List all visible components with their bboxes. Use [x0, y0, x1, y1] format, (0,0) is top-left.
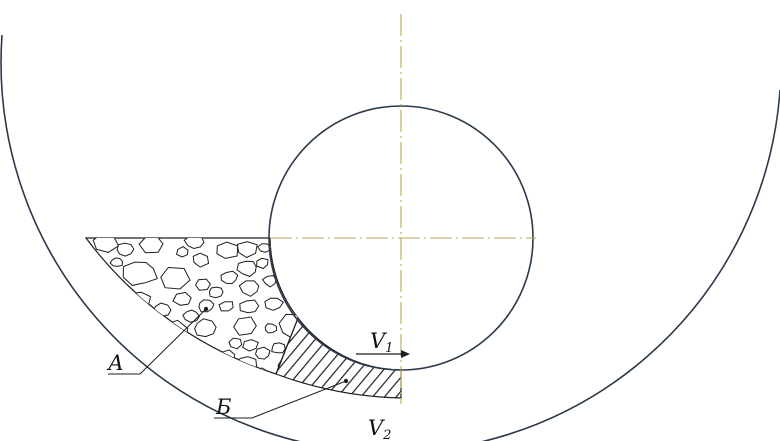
- outer-drum-arc: [0, 34, 780, 441]
- rock-particle: [116, 242, 135, 257]
- rock-particle: [233, 316, 257, 336]
- rock-particle: [160, 266, 191, 290]
- label-v1: V1: [370, 329, 393, 356]
- rock-particle: [183, 238, 205, 250]
- rock-particle: [236, 241, 258, 259]
- label-zone-a: А: [106, 351, 124, 375]
- rock-particle: [264, 323, 278, 334]
- rock-particle: [256, 257, 269, 270]
- rock-particle: [216, 241, 239, 259]
- label-v1-sub: 1: [385, 341, 393, 356]
- label-v1-main: V: [370, 329, 387, 353]
- rock-particle: [122, 261, 158, 286]
- rock-particle: [109, 257, 124, 267]
- rock-particle: [242, 339, 259, 352]
- rock-particle: [264, 297, 285, 311]
- label-v2: V2: [368, 416, 391, 441]
- rock-particle: [239, 299, 260, 314]
- label-v2-sub: 2: [382, 428, 391, 441]
- rock-particle: [238, 280, 260, 297]
- rock-particle: [194, 318, 217, 338]
- leader-a: [108, 306, 209, 375]
- rock-particle: [236, 260, 257, 277]
- rock-particle: [261, 274, 277, 288]
- label-zone-b: Б: [215, 395, 231, 419]
- rock-particle: [194, 278, 212, 291]
- leader-b: [214, 378, 349, 419]
- rock-particle: [172, 291, 192, 306]
- v1-arrow: [356, 350, 410, 358]
- rock-particle: [208, 286, 224, 299]
- rock-particle: [254, 346, 271, 360]
- rock-particle: [176, 246, 189, 258]
- rock-particle: [218, 301, 234, 312]
- rock-particle: [183, 339, 205, 357]
- rock-particle: [192, 252, 210, 268]
- rock-particle: [220, 270, 239, 285]
- rock-particle: [271, 342, 286, 354]
- label-v2-main: V: [368, 416, 385, 440]
- rock-particle: [138, 238, 164, 254]
- rock-particle: [228, 337, 243, 350]
- rock-particle: [198, 299, 215, 313]
